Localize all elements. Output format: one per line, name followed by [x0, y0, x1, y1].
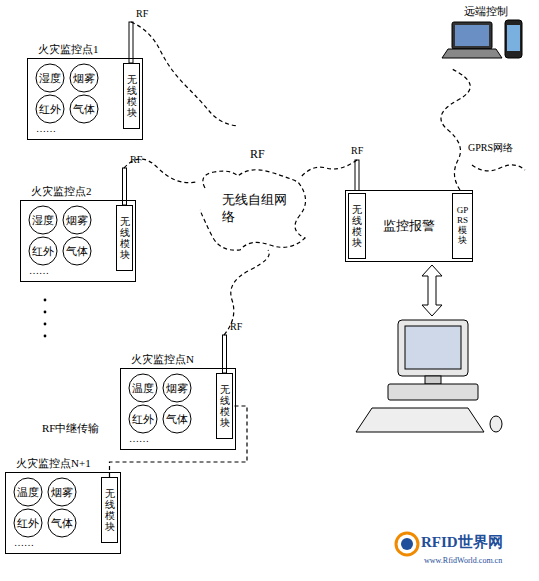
- circle-outline: [48, 478, 76, 506]
- wireless-module: 无线模块: [116, 205, 133, 271]
- node-text: 气体: [166, 412, 188, 427]
- circle-outline: [29, 237, 57, 265]
- watermark-url: www.RfidWorld.com.cn: [424, 556, 502, 565]
- circle-outline: [29, 206, 57, 234]
- edge-label: RF中继传输: [40, 421, 101, 436]
- gprs-wave: [441, 68, 470, 190]
- sensor-circle: 红外: [35, 94, 65, 124]
- rf-label: RF: [250, 147, 265, 162]
- node-text: 无线模块: [105, 488, 115, 532]
- circle-outline: [14, 478, 42, 506]
- node-text: 湿度: [39, 71, 61, 86]
- rf-wave: [300, 160, 357, 178]
- sensor-circle: 烟雾: [69, 63, 99, 93]
- sensor-circle: 气体: [47, 508, 77, 538]
- node-text: 气体: [73, 102, 95, 117]
- rf-wave: [131, 22, 238, 126]
- sensor-circle: 湿度: [28, 205, 58, 235]
- rf-wave: [224, 250, 269, 335]
- monitor-point-box: 火灾监控点2……湿度烟雾红外气体无线模块: [20, 200, 136, 282]
- network-cloud: [200, 170, 306, 250]
- circle-outline: [129, 374, 157, 402]
- sensor-circle: 烟雾: [62, 205, 92, 235]
- antenna: [355, 160, 359, 193]
- node-text: 烟雾: [51, 485, 73, 500]
- sensor-circle: 气体: [69, 94, 99, 124]
- ellipsis-text: ……: [14, 537, 34, 548]
- node-text: 温度: [132, 381, 154, 396]
- sensor-circle: 气体: [62, 236, 92, 266]
- circle-outline: [36, 64, 64, 92]
- node-text: GPRS模块: [455, 206, 469, 246]
- network-label: 无线自组网络: [222, 192, 290, 226]
- point-heading: 火灾监控点N: [131, 352, 194, 367]
- remote-label: 远端控制: [464, 4, 508, 19]
- point-heading: 火灾监控点N+1: [16, 456, 91, 471]
- node-text: 无线模块: [220, 384, 230, 428]
- point-heading: 火灾监控点2: [31, 184, 92, 199]
- watermark-logo: [396, 533, 418, 555]
- double-arrow: [422, 265, 442, 316]
- circle-outline: [48, 509, 76, 537]
- circle-outline: [70, 64, 98, 92]
- circle-outline: [163, 374, 191, 402]
- node-text: 无线模块: [127, 74, 137, 118]
- node-text: 烟雾: [166, 381, 188, 396]
- ellipsis-text: ……: [29, 265, 49, 276]
- computer: [356, 320, 502, 432]
- circle-outline: [63, 237, 91, 265]
- node-text: 烟雾: [66, 213, 88, 228]
- node-text: 红外: [132, 412, 154, 427]
- vertical-dots: [44, 299, 47, 338]
- node-text: 气体: [66, 244, 88, 259]
- node-text: 湿度: [32, 213, 54, 228]
- node-text: 无线模块: [352, 204, 362, 248]
- rf-label: RF: [230, 321, 242, 332]
- wireless-module: 无线模块: [123, 63, 140, 129]
- gprs-module: GPRS模块: [452, 193, 473, 259]
- circle-outline: [63, 206, 91, 234]
- circle-outline: [70, 95, 98, 123]
- alarm-box: 监控报警 无线模块 GPRS模块: [345, 190, 473, 262]
- phone: [505, 20, 522, 58]
- monitor-point-box: 火灾监控点N……温度烟雾红外气体无线模块: [120, 368, 236, 450]
- sensor-circle: 红外: [13, 508, 43, 538]
- sensor-circle: 红外: [28, 236, 58, 266]
- node-text: 无线模块: [120, 216, 130, 260]
- rf-label: RF: [351, 145, 363, 156]
- sensor-circle: 烟雾: [47, 477, 77, 507]
- monitor-point-box: 火灾监控点N+1……温度烟雾红外气体无线模块: [5, 472, 121, 554]
- laptop: [442, 22, 502, 58]
- sensor-circle: 温度: [128, 373, 158, 403]
- circle-outline: [163, 405, 191, 433]
- watermark: RFID世界网: [421, 533, 503, 552]
- sensor-circle: 温度: [13, 477, 43, 507]
- node-text: 烟雾: [73, 71, 95, 86]
- wireless-module: 无线模块: [348, 193, 366, 259]
- node-text: 红外: [32, 244, 54, 259]
- wireless-module: 无线模块: [101, 477, 118, 543]
- point-heading: 火灾监控点1: [38, 42, 99, 57]
- node-text: 监控报警: [383, 217, 435, 235]
- circle-outline: [129, 405, 157, 433]
- rf-label: RF: [130, 154, 142, 165]
- monitor-point-box: 火灾监控点1……湿度烟雾红外气体无线模块: [27, 58, 143, 140]
- sensor-circle: 湿度: [35, 63, 65, 93]
- sensor-circle: 红外: [128, 404, 158, 434]
- circle-outline: [36, 95, 64, 123]
- circle-outline: [14, 509, 42, 537]
- node-text: 红外: [17, 516, 39, 531]
- network-label: GPRS网络: [468, 141, 513, 155]
- antenna: [129, 22, 133, 63]
- sensor-circle: 烟雾: [162, 373, 192, 403]
- rf-label: RF: [136, 8, 148, 19]
- gprs-cloud: [472, 165, 525, 171]
- ellipsis-text: ……: [129, 433, 149, 444]
- node-text: 温度: [17, 485, 39, 500]
- ellipsis-text: ……: [36, 123, 56, 134]
- node-text: 红外: [39, 102, 61, 117]
- sensor-circle: 气体: [162, 404, 192, 434]
- node-text: 气体: [51, 516, 73, 531]
- wireless-module: 无线模块: [216, 373, 233, 439]
